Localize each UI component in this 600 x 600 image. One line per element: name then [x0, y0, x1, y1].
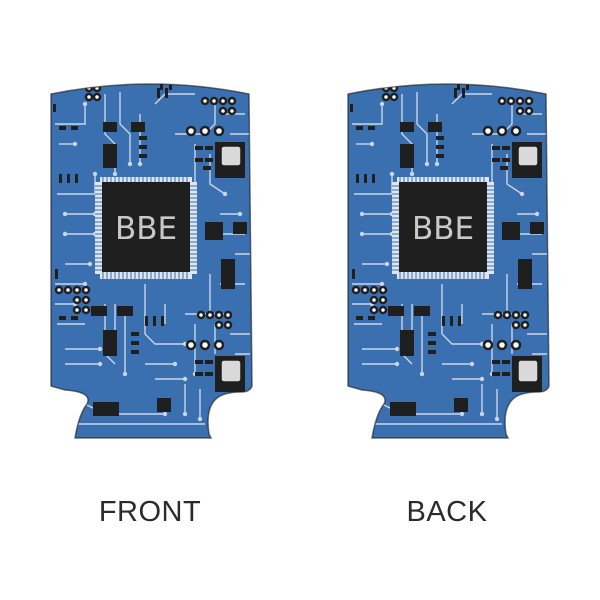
- monogram-text: BBE: [115, 211, 177, 247]
- chip-body: [399, 182, 487, 272]
- front-label: FRONT: [98, 496, 202, 528]
- koozie-back-image: BBE: [347, 83, 550, 439]
- koozie-front-image: BBE: [50, 83, 253, 439]
- back-label: BACK: [406, 496, 488, 528]
- front-view: BBE: [45, 74, 255, 444]
- chip-body: [102, 182, 190, 272]
- monogram-text: BBE: [412, 211, 474, 247]
- back-view: BBE: [342, 74, 552, 444]
